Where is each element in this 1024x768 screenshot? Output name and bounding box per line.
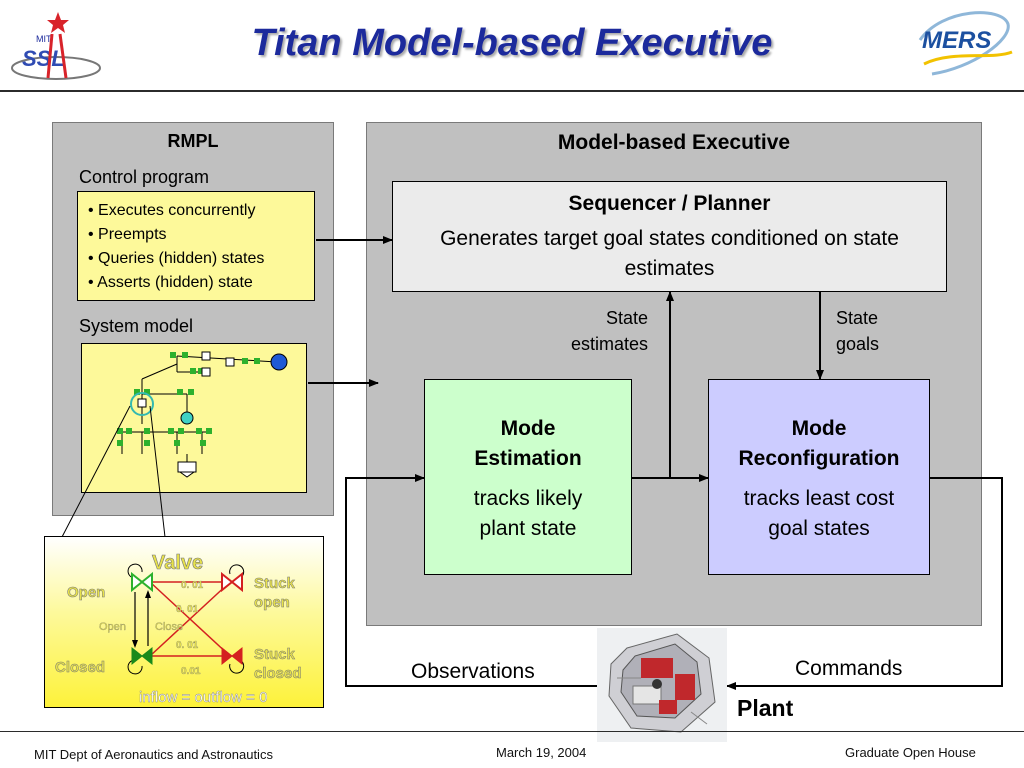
- control-program-bullets: • Executes concurrently • Preempts • Que…: [88, 199, 314, 295]
- mode-estimation-title: Mode Estimation: [474, 417, 582, 470]
- system-model-label: System model: [79, 316, 194, 336]
- control-program-label: Control program: [79, 167, 210, 187]
- executive-title: Model-based Executive: [557, 131, 791, 154]
- prob-closed-stuckclosed: 0.01: [181, 666, 201, 677]
- mers-logo-text: MERS: [922, 27, 991, 54]
- close-command-label: Close: [155, 621, 183, 633]
- mode-reconfiguration-box: Mode Reconfiguration tracks least cost g…: [708, 379, 930, 575]
- footer-center: March 19, 2004: [496, 745, 587, 760]
- mode-reconfig-desc: tracks least cost goal states: [743, 487, 895, 540]
- header-divider: [0, 90, 1024, 92]
- mit-ssl-logo: MIT SSL: [8, 8, 104, 84]
- bullet-queries: • Queries (hidden) states: [88, 250, 265, 267]
- stuck-closed-label-2: closed: [254, 665, 302, 682]
- valve-box: [44, 536, 324, 708]
- state-estimates-label: State estimates: [570, 308, 648, 354]
- stuck-closed-label-1: Stuck: [254, 646, 296, 663]
- mode-estimation-box: Mode Estimation tracks likely plant stat…: [424, 379, 632, 575]
- mode-reconfig-title: Mode Reconfiguration: [738, 417, 900, 470]
- footer-right: Graduate Open House: [845, 745, 976, 760]
- control-program-box: • Executes concurrently • Preempts • Que…: [77, 191, 315, 301]
- stuck-open-label-2: open: [254, 594, 290, 611]
- valve-open-state: Open: [67, 584, 105, 601]
- ssl-logo-text: SSL: [22, 46, 65, 71]
- footer-left: MIT Dept of Aeronautics and Astronautics: [34, 747, 273, 762]
- valve-title: Valve: [152, 552, 203, 574]
- rmpl-title: RMPL: [167, 131, 219, 151]
- valve-constraint: inflow = outflow = 0: [139, 689, 267, 706]
- state-goals-label: State goals: [836, 308, 880, 354]
- sequencer-planner-box: Sequencer / Planner Generates target goa…: [392, 181, 947, 292]
- plant-label: Plant: [737, 695, 794, 721]
- sequencer-description: Generates target goal states conditioned…: [440, 227, 899, 280]
- system-model-schematic: [117, 351, 288, 478]
- system-model-box: [81, 343, 307, 493]
- bullet-executes: • Executes concurrently: [88, 202, 256, 219]
- commands-label: Commands: [795, 657, 903, 680]
- svg-text:MIT: MIT: [36, 34, 52, 44]
- observations-label: Observations: [411, 660, 535, 683]
- open-command-label: Open: [99, 621, 126, 633]
- footer-divider: [0, 731, 1024, 732]
- bullet-asserts: • Asserts (hidden) state: [88, 274, 253, 291]
- page-title: Titan Model-based Executive: [251, 22, 773, 64]
- mers-logo: MERS: [912, 10, 1016, 80]
- prob-closed-stuckopen: 0. 01: [176, 604, 199, 615]
- valve-closed-state: Closed: [55, 659, 105, 676]
- bullet-preempts: • Preempts: [88, 226, 167, 243]
- sequencer-title: Sequencer / Planner: [568, 192, 771, 215]
- prob-open-stuckopen: 0. 01: [181, 580, 204, 591]
- stuck-open-label-1: Stuck: [254, 575, 296, 592]
- valve-state-diagram: Valve Open Closed Stuck open Stuck close…: [55, 552, 302, 707]
- mode-estimation-desc: tracks likely plant state: [473, 487, 583, 540]
- prob-open-stuckclosed: 0. 01: [176, 640, 199, 651]
- plant-image: [597, 628, 727, 742]
